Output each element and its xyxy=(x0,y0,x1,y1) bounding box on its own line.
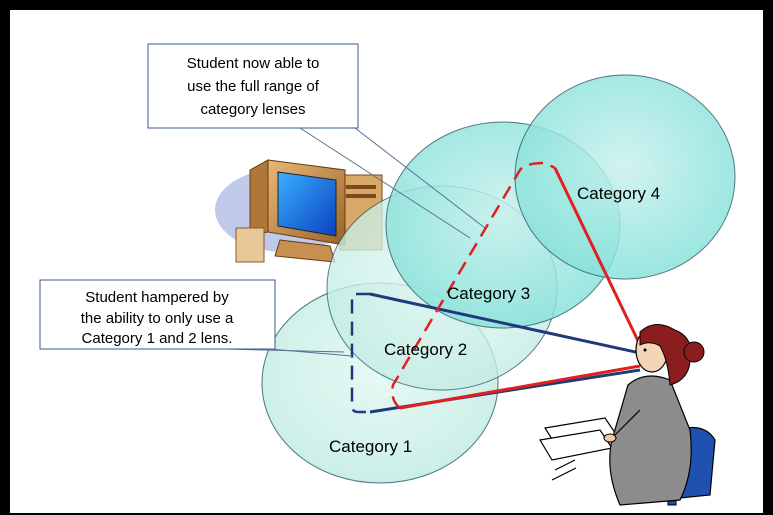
full-view-lines xyxy=(391,161,642,410)
category-2-label: Category 2 xyxy=(384,340,467,359)
callout-left-line-3: Category 1 and 2 lens. xyxy=(82,330,233,347)
callout-full-range: Student now able to use the full range o… xyxy=(147,43,486,239)
category-3-label: Category 3 xyxy=(447,284,530,303)
callout-top-line-2: use the full range of xyxy=(187,78,320,95)
callout-hampered: Student hampered by the ability to only … xyxy=(39,279,353,357)
category-1-label: Category 1 xyxy=(329,437,412,456)
callout-left-line-2: the ability to only use a xyxy=(81,310,234,327)
callout-left-line-1: Student hampered by xyxy=(85,289,229,306)
callout-top-line-1: Student now able to xyxy=(187,55,320,72)
lens-category-4 xyxy=(514,74,736,280)
callout-top-line-3: category lenses xyxy=(200,101,305,118)
computer-icon xyxy=(215,159,383,263)
student-icon xyxy=(539,324,716,506)
category-4-label: Category 4 xyxy=(577,184,660,203)
